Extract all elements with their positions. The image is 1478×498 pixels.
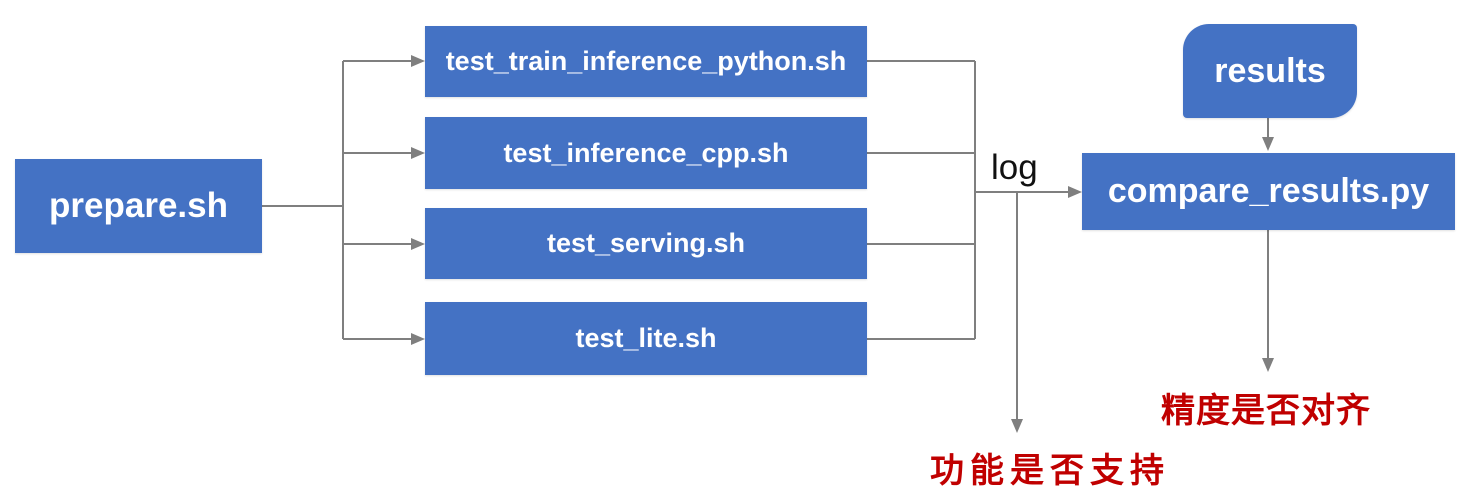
node-test-lite-sh: test_lite.sh [425, 302, 867, 375]
arrowhead-test-1 [411, 55, 425, 67]
arrowhead-test-4 [411, 333, 425, 345]
node-test-train-inference-python-sh-label: test_train_inference_python.sh [445, 46, 847, 76]
edge-label-log: log [991, 148, 1038, 187]
arrowhead-test-2 [411, 147, 425, 159]
arrowhead-results-compare [1262, 137, 1274, 151]
node-results: results [1183, 24, 1357, 118]
arrowhead-precision [1262, 358, 1274, 372]
node-test-serving-sh-label: test_serving.sh [546, 228, 746, 258]
node-results-label: results [1214, 51, 1326, 90]
node-compare-results-py: compare_results.py [1082, 153, 1455, 230]
node-prepare-sh: prepare.sh [15, 159, 262, 253]
annotation-precision-alignment: 精度是否对齐 [1161, 392, 1371, 430]
node-compare-results-py-label: compare_results.py [1107, 172, 1430, 210]
annotation-function-support: 功能是否支持 [930, 452, 1170, 490]
node-test-serving-sh: test_serving.sh [425, 208, 867, 279]
node-test-inference-cpp-sh-label: test_inference_cpp.sh [503, 137, 789, 168]
node-prepare-sh-label: prepare.sh [49, 186, 228, 225]
node-test-train-inference-python-sh: test_train_inference_python.sh [425, 26, 867, 97]
node-test-inference-cpp-sh: test_inference_cpp.sh [425, 117, 867, 189]
arrowhead-test-3 [411, 238, 425, 250]
arrowhead-function-support [1011, 419, 1023, 433]
arrowhead-compare [1068, 186, 1082, 198]
node-test-lite-sh-label: test_lite.sh [575, 323, 717, 353]
